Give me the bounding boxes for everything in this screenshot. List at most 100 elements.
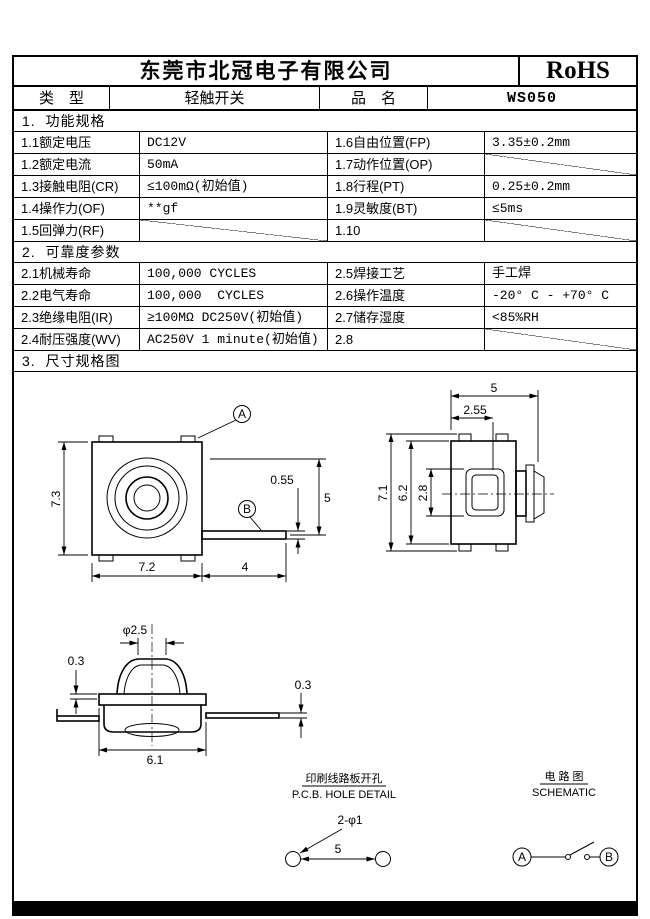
spec-label: 2.7储存湿度 — [328, 307, 485, 328]
left-lead — [56, 715, 100, 722]
switch-contact — [565, 854, 571, 860]
spec-label: 2.6操作温度 — [328, 285, 485, 306]
button-stem-side — [515, 470, 527, 517]
spec-label: 1.6自由位置(FP) — [328, 132, 485, 153]
spec-value: AC250V 1 minute(初始值) — [140, 329, 328, 350]
spec-label: 1.7动作位置(OP) — [328, 154, 485, 175]
spec-label: 1.4操作力(OF) — [14, 198, 140, 219]
hole-callout-label: 2-φ1 — [337, 813, 362, 827]
spec-label: 1.1额定电压 — [14, 132, 140, 153]
dim-label: 2.55 — [463, 403, 487, 417]
spec-label: 1.2额定电流 — [14, 154, 140, 175]
front-view-drawing: 7.3 7.2 4 5 — [49, 405, 331, 582]
spec-row: 1.4操作力(OF) **gf 1.9灵敏度(BT) ≤5ms — [14, 198, 636, 220]
spec-value: ≤100mΩ(初始值) — [140, 176, 328, 197]
section3-title: 3. 尺寸规格图 — [14, 351, 636, 372]
product-name: WS050 — [506, 90, 557, 107]
section2-title: 2. 可靠度参数 — [14, 242, 636, 263]
right-lead — [205, 712, 280, 719]
pcb-hole-left — [285, 851, 301, 867]
spec-value: 0.25±0.2mm — [492, 179, 571, 194]
spec-value-na — [140, 220, 328, 241]
spec-value: 3.35±0.2mm — [492, 135, 571, 150]
dim-label: 5 — [335, 842, 342, 856]
switch-body-front — [91, 441, 203, 556]
dim-label: 2.8 — [416, 484, 430, 501]
dimension-drawings-svg: 7.3 7.2 4 5 — [49, 381, 619, 867]
schematic-title-cn: 电 路 图 — [544, 770, 583, 783]
pcb-hole-right — [375, 851, 391, 867]
dim-label: φ2.5 — [123, 623, 148, 637]
spec-value-na — [485, 220, 636, 241]
spec-label: 1.5回弹力(RF) — [14, 220, 140, 241]
switch-contact — [584, 854, 590, 860]
dim-label: 7.1 — [376, 484, 390, 501]
spec-label: 2.3绝缘电阻(IR) — [14, 307, 140, 328]
spec-label: 2.8 — [328, 329, 485, 350]
dimension-drawings: 7.3 7.2 4 5 — [14, 372, 636, 901]
spec-label: 2.4耐压强度(WV) — [14, 329, 140, 350]
footer-bar — [12, 903, 638, 916]
callout-a-label: A — [238, 407, 246, 421]
terminal-b-label: B — [605, 850, 613, 864]
dim-label: 0.3 — [68, 654, 85, 668]
spec-row: 2.2电气寿命 100,000 CYCLES 2.6操作温度 -20° C - … — [14, 285, 636, 307]
header-row: 东莞市北冠电子有限公司 RoHS — [14, 57, 636, 87]
rohs-mark: RoHS — [546, 57, 610, 84]
spec-row: 1.1额定电压 DC12V 1.6自由位置(FP) 3.35±0.2mm — [14, 132, 636, 154]
spec-label: 1.8行程(PT) — [328, 176, 485, 197]
spec-label: 2.1机械寿命 — [14, 263, 140, 284]
spec-value: 100,000 CYCLES — [140, 285, 328, 306]
terminal-a-label: A — [518, 850, 526, 864]
pcb-hole-detail: 印刷线路板开孔 P.C.B. HOLE DETAIL 2-φ1 5 — [285, 771, 396, 867]
spec-row: 1.2额定电流 50mA 1.7动作位置(OP) — [14, 154, 636, 176]
switch-base — [103, 705, 202, 733]
spec-row: 2.3绝缘电阻(IR) ≥100MΩ DC250V(初始值) 2.7储存湿度 <… — [14, 307, 636, 329]
dim-label: 0.3 — [295, 678, 312, 692]
type-label: 类 型 — [14, 87, 110, 109]
spec-value: <85%RH — [492, 310, 539, 325]
spec-value: **gf — [140, 198, 328, 219]
spec-value: ≤5ms — [492, 201, 524, 216]
spec-label: 2.2电气寿命 — [14, 285, 140, 306]
dim-label: 4 — [242, 560, 249, 574]
dim-label: 6.1 — [147, 753, 164, 767]
pcb-title-cn: 印刷线路板开孔 — [306, 771, 383, 785]
dim-label: 0.55 — [270, 473, 294, 487]
section1-title: 1. 功能规格 — [14, 111, 636, 132]
dim-label: 5 — [324, 491, 331, 505]
dim-label: 5 — [491, 381, 498, 395]
spec-value: 50mA — [140, 154, 328, 175]
terminal-lead — [201, 530, 287, 540]
button-outer-ring — [106, 457, 188, 539]
profile-view-drawing: φ2.5 0.3 0.3 6.1 — [56, 623, 312, 767]
type-value: 轻触开关 — [110, 87, 320, 109]
spec-row: 1.3接触电阻(CR) ≤100mΩ(初始值) 1.8行程(PT) 0.25±0… — [14, 176, 636, 198]
pcb-title-en: P.C.B. HOLE DETAIL — [292, 789, 396, 801]
name-label: 品 名 — [320, 87, 428, 109]
spec-value-na — [485, 154, 636, 175]
spec-label: 1.9灵敏度(BT) — [328, 198, 485, 219]
button-plunger — [125, 476, 169, 520]
spec-value: ≥100MΩ DC250V(初始值) — [140, 307, 328, 328]
spec-value: -20° C - +70° C — [492, 288, 610, 303]
spec-value-na — [485, 329, 636, 350]
switch-body-side — [450, 440, 517, 545]
schematic-title-en: SCHEMATIC — [532, 787, 596, 799]
dim-label: 6.2 — [396, 484, 410, 501]
button-dome — [116, 658, 188, 695]
dim-label: 7.2 — [139, 560, 156, 574]
spec-value: DC12V — [140, 132, 328, 153]
spec-row: 1.5回弹力(RF) 1.10 — [14, 220, 636, 242]
product-row: 类 型 轻触开关 品 名 WS050 — [14, 87, 636, 111]
dim-label: 7.3 — [49, 490, 63, 507]
callout-b-label: B — [243, 502, 251, 516]
datasheet-frame: 东莞市北冠电子有限公司 RoHS 类 型 轻触开关 品 名 WS050 1. 功… — [12, 55, 638, 903]
company-name: 东莞市北冠电子有限公司 — [14, 57, 520, 85]
spec-value: 手工焊 — [492, 266, 532, 281]
spec-row: 2.1机械寿命 100,000 CYCLES 2.5焊接工艺 手工焊 — [14, 263, 636, 285]
side-view-drawing: 7.1 6.2 2.8 5 — [376, 381, 554, 552]
spec-row: 2.4耐压强度(WV) AC250V 1 minute(初始值) 2.8 — [14, 329, 636, 351]
spec-label: 1.3接触电阻(CR) — [14, 176, 140, 197]
